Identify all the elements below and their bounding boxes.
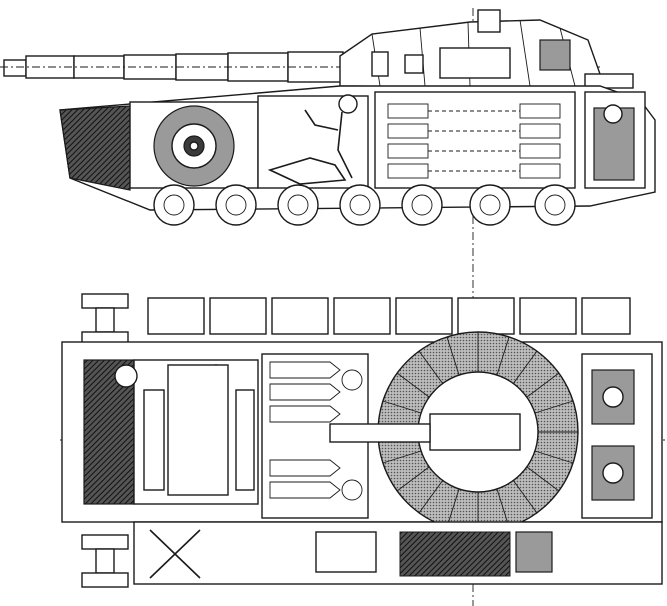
sprocket-bottom [81, 534, 129, 588]
crew-head [338, 94, 358, 114]
hull [59, 85, 656, 211]
gun-barrel [0, 51, 600, 83]
turret [339, 9, 634, 89]
track-panels [147, 297, 631, 335]
rear-armor [59, 105, 131, 191]
lower-equipment-strip [133, 521, 663, 585]
road-wheels [153, 184, 576, 226]
side-view [0, 8, 656, 606]
sprocket-top [81, 293, 129, 347]
plan-view [60, 293, 667, 588]
carousel-autoloader [329, 331, 579, 533]
